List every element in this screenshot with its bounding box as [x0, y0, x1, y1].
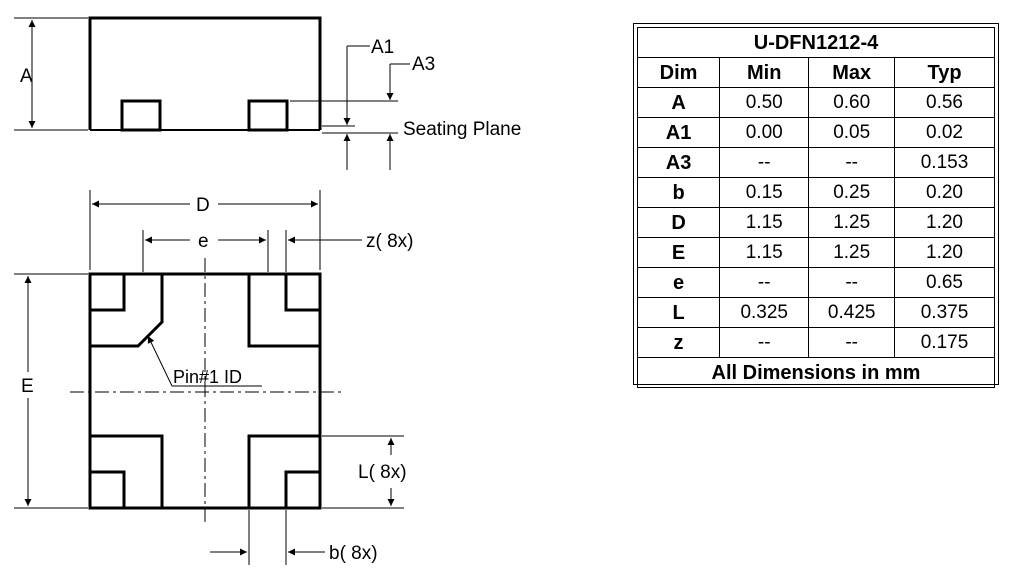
label-e-height: E: [21, 376, 34, 397]
cell-min: 0.325: [719, 297, 810, 328]
pin1-leader: [147, 335, 173, 387]
cell-min: --: [719, 147, 810, 178]
cell-dim: D: [636, 207, 721, 238]
header-typ: Typ: [894, 57, 995, 88]
cell-min: 1.15: [719, 207, 810, 238]
table-row: z -- -- 0.175: [636, 327, 995, 358]
table-row: A3 -- -- 0.153: [636, 147, 995, 178]
table-row: A 0.50 0.60 0.56: [636, 87, 995, 118]
header-max: Max: [808, 57, 896, 88]
side-view-body: [88, 16, 322, 130]
table-footer: All Dimensions in mm: [637, 357, 995, 388]
pad-top-right-inner: [284, 274, 320, 312]
cell-max: 1.25: [808, 237, 896, 268]
label-a: A: [20, 66, 33, 87]
pad-top-left: [90, 274, 164, 348]
cell-typ: 0.56: [894, 87, 995, 118]
bottom-view: [14, 190, 404, 565]
table-title: U-DFN1212-4: [637, 27, 995, 58]
cell-dim: A3: [636, 147, 721, 178]
cell-min: 0.50: [719, 87, 810, 118]
cell-typ: 0.375: [894, 297, 995, 328]
pad-bottom-left: [90, 434, 164, 508]
cell-typ: 0.153: [894, 147, 995, 178]
label-a3: A3: [412, 54, 435, 75]
dimensions-table: U-DFN1212-4 Dim Min Max Typ A 0.50 0.60 …: [636, 27, 995, 388]
header-min: Min: [719, 57, 810, 88]
cell-dim: A1: [636, 117, 721, 148]
table-row: A1 0.00 0.05 0.02: [636, 117, 995, 148]
cell-max: 0.60: [808, 87, 896, 118]
cell-max: --: [808, 327, 896, 358]
label-z: z( 8x): [366, 231, 414, 252]
table-row: D 1.15 1.25 1.20: [636, 207, 995, 238]
cell-max: 1.25: [808, 207, 896, 238]
label-pin1: Pin#1 ID: [173, 367, 242, 387]
cell-min: 0.00: [719, 117, 810, 148]
pad-bottom-right-inner: [284, 470, 320, 508]
cell-min: 1.15: [719, 237, 810, 268]
table-row: L 0.325 0.425 0.375: [636, 297, 995, 328]
cell-typ: 1.20: [894, 237, 995, 268]
table-footer-row: All Dimensions in mm: [637, 357, 995, 388]
table-row: e -- -- 0.65: [636, 267, 995, 298]
cell-typ: 0.20: [894, 177, 995, 208]
header-dim: Dim: [636, 57, 721, 88]
cell-typ: 0.02: [894, 117, 995, 148]
cell-max: --: [808, 267, 896, 298]
table-row: E 1.15 1.25 1.20: [636, 237, 995, 268]
label-e-pitch: e: [198, 231, 209, 252]
cell-typ: 0.65: [894, 267, 995, 298]
cell-min: 0.15: [719, 177, 810, 208]
cell-max: 0.25: [808, 177, 896, 208]
cell-max: 0.425: [808, 297, 896, 328]
cell-min: --: [719, 327, 810, 358]
side-view-lead-left: [120, 99, 162, 132]
pad-bottom-right: [247, 434, 320, 508]
label-b: b( 8x): [329, 543, 378, 564]
table-row: b 0.15 0.25 0.20: [636, 177, 995, 208]
table-header-row: Dim Min Max Typ: [636, 57, 995, 88]
label-seating-plane: Seating Plane: [403, 119, 521, 140]
table-title-row: U-DFN1212-4: [637, 27, 995, 58]
dimensions-table-frame: U-DFN1212-4 Dim Min Max Typ A 0.50 0.60 …: [633, 23, 999, 388]
cell-max: 0.05: [808, 117, 896, 148]
cell-dim: E: [636, 237, 721, 268]
pad-top-right: [247, 274, 320, 348]
label-a1: A1: [371, 37, 394, 58]
label-d: D: [196, 195, 210, 216]
side-view-lead-right: [247, 99, 289, 132]
side-view: [14, 16, 410, 170]
cell-dim: A: [636, 87, 721, 118]
cell-max: --: [808, 147, 896, 178]
pad-bottom-left-inner: [90, 470, 126, 508]
cell-dim: L: [636, 297, 721, 328]
cell-min: --: [719, 267, 810, 298]
cell-dim: b: [636, 177, 721, 208]
label-l: L( 8x): [358, 462, 407, 483]
cell-dim: e: [636, 267, 721, 298]
cell-typ: 0.175: [894, 327, 995, 358]
cell-typ: 1.20: [894, 207, 995, 238]
pad-top-left-inner: [90, 274, 126, 312]
cell-dim: z: [636, 327, 721, 358]
